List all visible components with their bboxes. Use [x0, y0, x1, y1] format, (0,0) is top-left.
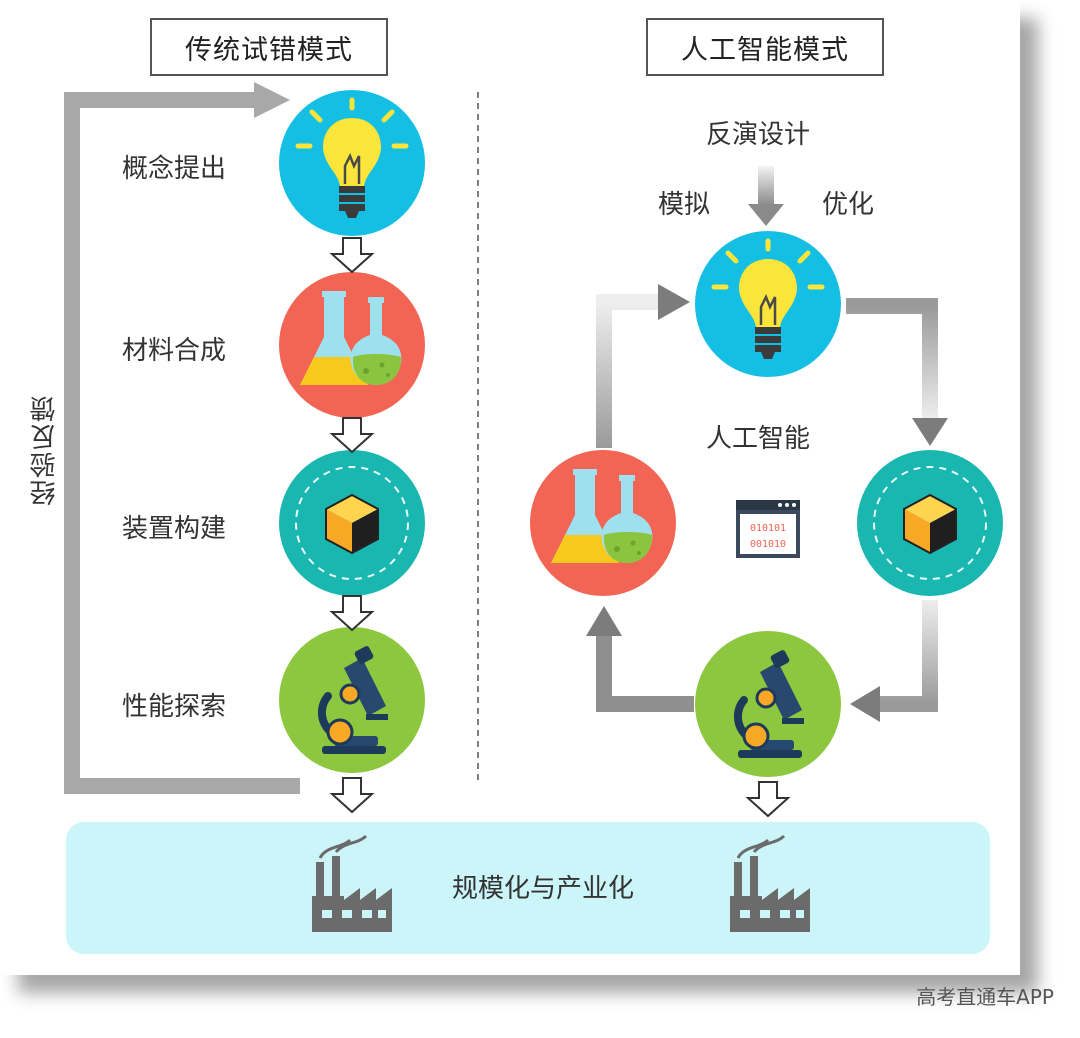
down-arrow [331, 237, 373, 273]
ai-center-label: 人工智能 [706, 424, 811, 454]
cycle-arrow-right [846, 298, 948, 446]
lightbulb-icon [279, 90, 425, 236]
down-arrow [331, 595, 373, 631]
feedback-label: 经验反馈 [30, 394, 60, 506]
down-arrow [331, 417, 373, 453]
feedback-loop-arrow [64, 82, 300, 794]
cycle-arrow-bottom-right [850, 600, 938, 722]
binary-window-icon: 010101 001010 [736, 500, 800, 558]
ai-microscope-icon [695, 631, 841, 777]
cube-icon [279, 450, 425, 596]
ai-flask-icon [530, 450, 676, 596]
step-label-performance: 性能探索 [122, 692, 227, 722]
down-arrow [331, 777, 373, 813]
flask-icon [279, 272, 425, 418]
cycle-arrow-bottom-left [586, 606, 694, 712]
step-label-concept: 概念提出 [122, 154, 227, 184]
optimization-label: 优化 [822, 190, 875, 220]
traditional-mode-title: 传统试错模式 [150, 18, 388, 76]
watermark: 高考直通车APP [916, 985, 1054, 1009]
ai-cube-icon [857, 450, 1003, 596]
microscope-icon [279, 627, 425, 773]
step-label-device: 装置构建 [122, 514, 227, 544]
inverse-design-label: 反演设计 [706, 120, 811, 150]
ai-mode-title: 人工智能模式 [646, 18, 884, 76]
simulation-label: 模拟 [658, 190, 711, 220]
down-arrow [747, 781, 789, 817]
industrialization-label: 规模化与产业化 [452, 874, 635, 904]
binary-line-1: 010101 [750, 523, 786, 534]
step-label-synthesis: 材料合成 [122, 336, 227, 366]
ai-lightbulb-icon [695, 231, 841, 377]
cycle-arrow-left [596, 284, 690, 448]
binary-line-2: 001010 [750, 539, 786, 550]
diagram-card [0, 0, 1020, 975]
inverse-design-arrow [748, 166, 784, 226]
